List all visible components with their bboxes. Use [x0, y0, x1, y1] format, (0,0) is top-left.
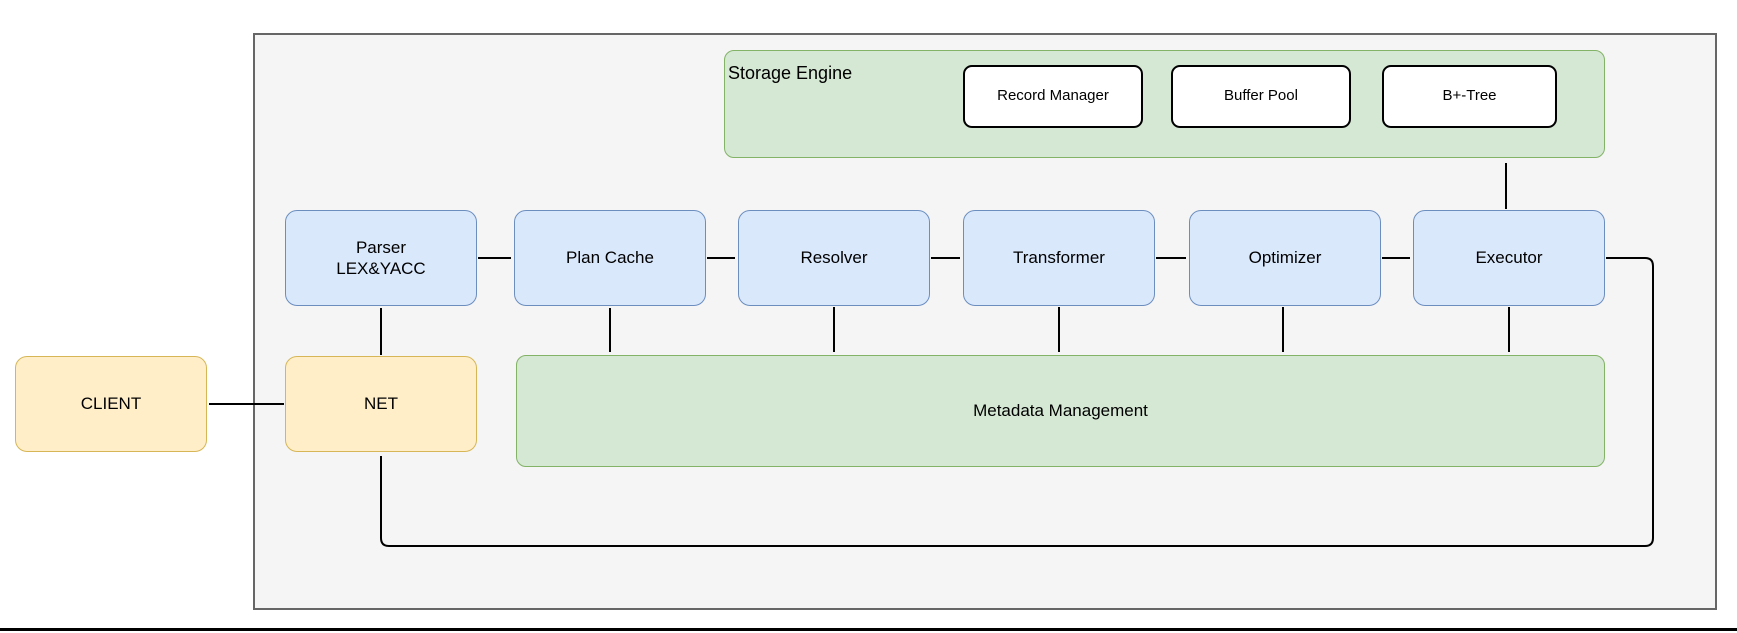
parser-label: Parser LEX&YACC — [336, 237, 426, 278]
client-node: CLIENT — [15, 356, 207, 452]
transformer-node: Transformer — [963, 210, 1155, 306]
bptree-label: B+-Tree — [1442, 87, 1497, 105]
metadata-management-node: Metadata Management — [516, 355, 1605, 467]
client-label: CLIENT — [80, 394, 142, 414]
resolver-node: Resolver — [738, 210, 930, 306]
executor-label: Executor — [1475, 248, 1543, 268]
transformer-label: Transformer — [1013, 248, 1105, 268]
optimizer-node: Optimizer — [1189, 210, 1381, 306]
metadata-management-label: Metadata Management — [973, 401, 1148, 421]
bottom-border-line — [0, 628, 1737, 631]
record-manager-label: Record Manager — [997, 87, 1109, 105]
buffer-pool-label: Buffer Pool — [1224, 87, 1298, 105]
record-manager-node: Record Manager — [963, 65, 1143, 128]
plan-cache-label: Plan Cache — [566, 248, 654, 268]
buffer-pool-node: Buffer Pool — [1171, 65, 1351, 128]
executor-node: Executor — [1413, 210, 1605, 306]
storage-engine-label: Storage Engine — [728, 63, 853, 83]
net-label: NET — [364, 394, 398, 414]
optimizer-label: Optimizer — [1248, 248, 1322, 268]
bptree-node: B+-Tree — [1382, 65, 1557, 128]
parser-node: Parser LEX&YACC — [285, 210, 477, 306]
resolver-label: Resolver — [800, 248, 868, 268]
net-node: NET — [285, 356, 477, 452]
plan-cache-node: Plan Cache — [514, 210, 706, 306]
